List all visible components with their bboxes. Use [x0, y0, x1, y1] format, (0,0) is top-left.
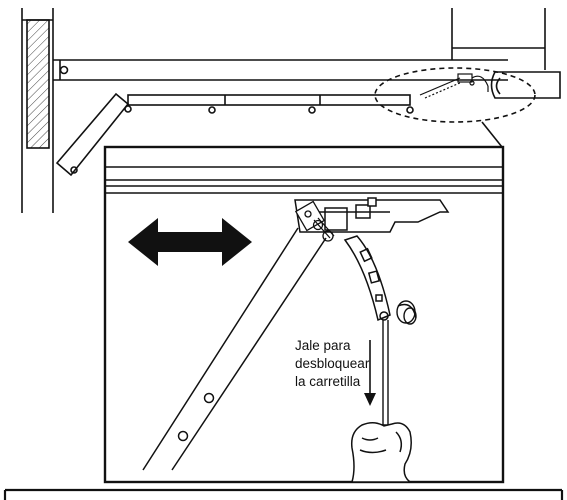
overview-scene — [21, 8, 561, 213]
callout-text: Jale para desbloquear la carretilla — [295, 338, 373, 389]
ceiling-mount — [451, 8, 561, 99]
detail-frame — [103, 145, 505, 484]
release-lever — [343, 235, 391, 322]
detail-highlight-ellipse — [374, 67, 536, 123]
wall — [21, 8, 54, 213]
detail-leader-line — [481, 121, 503, 148]
trolley-spring — [294, 200, 335, 242]
wall-header-hatched — [26, 19, 50, 149]
detail-rail — [105, 166, 503, 194]
callout-line-1: Jale para — [295, 338, 351, 353]
opener-rail — [53, 59, 508, 81]
header-bracket-pin — [59, 65, 69, 75]
door-top-section — [127, 94, 414, 114]
pull-down-arrow — [364, 340, 376, 406]
cord-knot — [396, 300, 417, 325]
detail-view: Jale para desbloquear la carretilla — [103, 145, 505, 484]
double-headed-arrow — [128, 218, 252, 266]
callout-line-3: la carretilla — [295, 374, 361, 389]
bottom-door-panel — [3, 488, 564, 500]
release-cord — [382, 320, 389, 430]
trolley — [294, 197, 450, 233]
hand-pulling-handle — [350, 422, 413, 483]
motor-unit — [490, 71, 561, 99]
overview-trolley — [419, 73, 489, 99]
callout-line-2: desbloquear — [295, 356, 370, 371]
detail-door-arm — [142, 227, 327, 471]
